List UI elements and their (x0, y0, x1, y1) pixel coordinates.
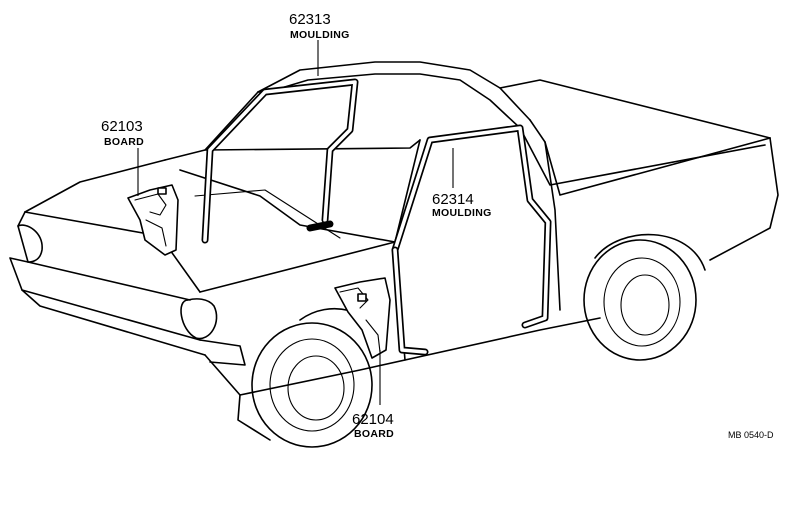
callout-62104-number: 62104 (352, 411, 394, 428)
board-62103-part (127, 184, 179, 256)
callout-62314-number: 62314 (432, 191, 474, 208)
board-62104-part (334, 277, 391, 359)
callout-62313-name: MOULDING (290, 29, 350, 41)
callout-62313-number: 62313 (289, 11, 331, 28)
windshield-moulding (201, 78, 359, 244)
callout-62314-name: MOULDING (432, 207, 492, 219)
truck-body (9, 61, 779, 448)
drawing-reference-code: MB 0540-D (728, 430, 774, 440)
leader-lines (137, 40, 454, 405)
door-opening-moulding (391, 124, 552, 356)
callout-62103-name: BOARD (104, 136, 144, 148)
callout-62104-name: BOARD (354, 428, 394, 440)
callout-62103-number: 62103 (101, 118, 143, 135)
